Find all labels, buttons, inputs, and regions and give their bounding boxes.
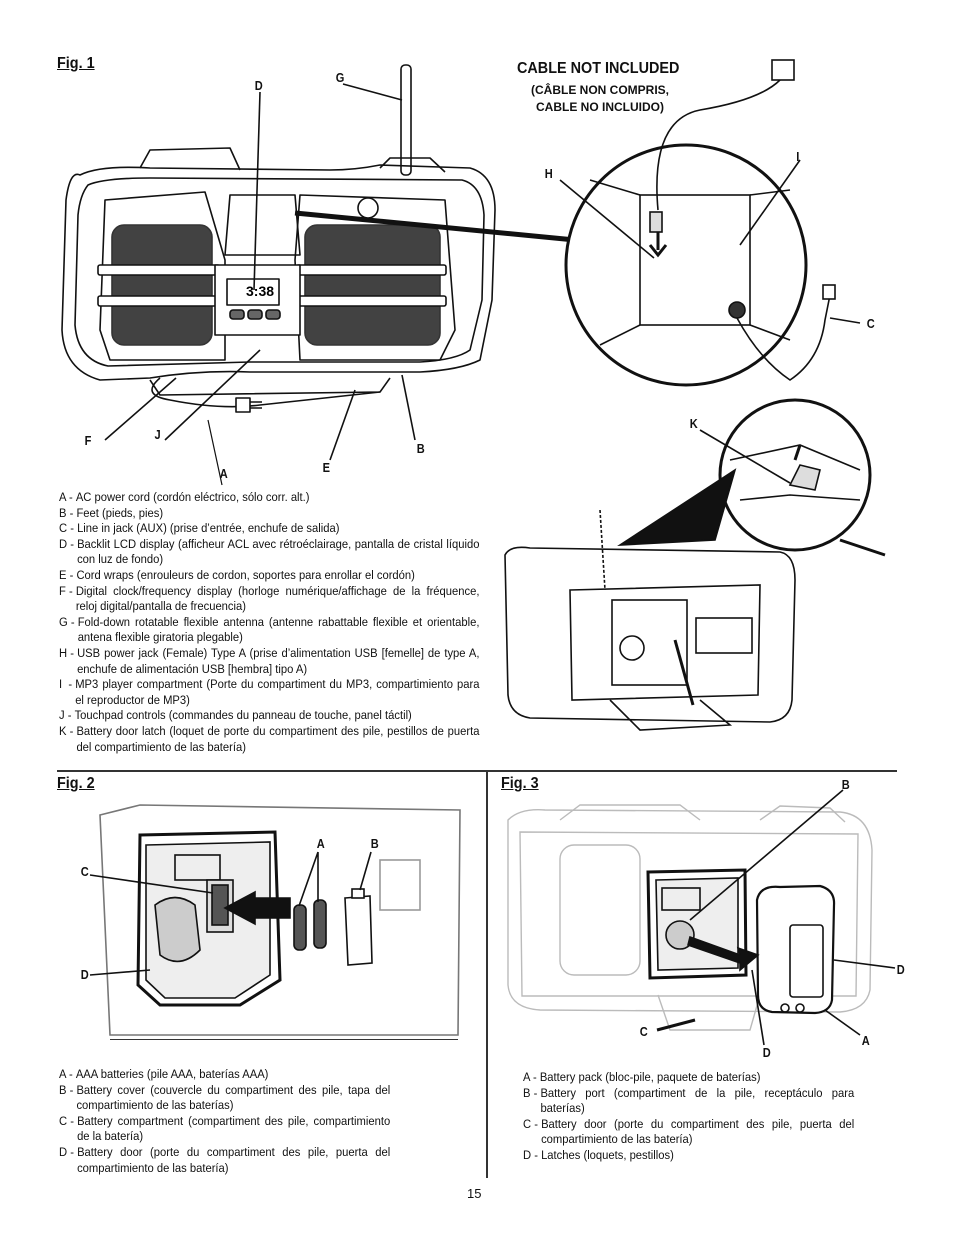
legend-item: G - Fold-down rotatable flexible antenna…: [59, 615, 479, 646]
legend-text: Line in jack (AUX) (prise d’entrée, ench…: [77, 521, 340, 536]
fig1-callout-e: E: [322, 460, 331, 475]
legend-item: K - Battery door latch (loquet de porte …: [59, 724, 479, 755]
legend-item: B - Feet (pieds, pies): [59, 506, 479, 522]
legend-text: Battery port (compartiment de la pile, r…: [540, 1085, 855, 1116]
legend-item: D - Latches (loquets, pestillos): [523, 1148, 854, 1164]
legend-key: D -: [523, 1147, 542, 1162]
fig3-legend: A - Battery pack (bloc-pile, paquete de …: [523, 1070, 854, 1164]
fig3-callout-a: A: [861, 1033, 870, 1048]
legend-item: C - Line in jack (AUX) (prise d’entrée, …: [59, 521, 479, 537]
legend-key: E -: [59, 567, 77, 582]
legend-item: H - USB power jack (Female) Type A (pris…: [59, 646, 479, 677]
horizontal-divider: [57, 770, 897, 772]
fig2-baseline: [110, 1039, 458, 1040]
fig1-title: Fig. 1: [57, 55, 95, 72]
fig1-radio-illustration: 3:38: [61, 59, 886, 731]
legend-text: Touchpad controls (commandes du panneau …: [74, 708, 412, 723]
legend-key: F -: [59, 583, 76, 598]
legend-text: Backlit LCD display (afficheur ACL avec …: [77, 536, 480, 567]
legend-item: C - Battery door (porte du compartiment …: [523, 1117, 854, 1148]
legend-key: C -: [523, 1116, 542, 1131]
legend-text: Battery door latch (loquet de porte du c…: [76, 723, 480, 754]
legend-item: A - AC power cord (cordón eléctrico, sól…: [59, 490, 479, 506]
legend-item: I - MP3 player compartment (Porte du com…: [59, 677, 479, 708]
fig1-callout-g: G: [335, 70, 345, 85]
legend-key: J -: [59, 708, 75, 723]
legend-item: J - Touchpad controls (commandes du pann…: [59, 708, 479, 724]
cable-sub-line-2: CABLE NO INCLUIDO): [536, 100, 664, 114]
legend-item: C - Battery compartment (compartiment de…: [59, 1114, 390, 1145]
legend-key: A -: [59, 490, 76, 504]
lcd-digits: 3:38: [246, 283, 274, 299]
legend-text: Battery cover (couvercle du compartiment…: [76, 1082, 391, 1113]
fig2-battery-compartment-illustration: [89, 804, 461, 1036]
page-number: 15: [467, 1186, 482, 1201]
cable-not-included-title: CABLE NOT INCLUDED: [517, 60, 680, 77]
legend-key: H -: [59, 645, 78, 660]
legend-text: Battery door (porte du compartiment des …: [541, 1116, 855, 1147]
fig1-legend: A - AC power cord (cordón eléctrico, sól…: [59, 490, 479, 755]
legend-text: AC power cord (cordón eléctrico, sólo co…: [75, 490, 310, 504]
legend-key: B -: [59, 505, 77, 520]
legend-item: D - Backlit LCD display (afficheur ACL a…: [59, 537, 479, 568]
fig3-battery-pack-illustration: [507, 789, 896, 1046]
legend-item: B - Battery cover (couvercle du comparti…: [59, 1083, 390, 1114]
fig3-callout-d-latch-right: D: [896, 962, 905, 977]
fig2-title: Fig. 2: [57, 775, 95, 792]
legend-text: MP3 player compartment (Porte du compart…: [75, 677, 480, 707]
fig1-callout-d: D: [254, 78, 263, 93]
fig1-callout-b: B: [416, 441, 425, 456]
legend-key: C -: [59, 1113, 78, 1128]
fig2-callout-d: D: [80, 967, 89, 982]
fig1-callout-i: I: [796, 149, 800, 164]
legend-item: A - Battery pack (bloc-pile, paquete de …: [523, 1070, 854, 1086]
legend-item: D - Battery door (porte du compartiment …: [59, 1145, 390, 1176]
legend-item: B - Battery port (compartiment de la pil…: [523, 1086, 854, 1117]
legend-key: I -: [59, 677, 76, 692]
fig1-callout-f: F: [84, 433, 92, 448]
legend-text: Cord wraps (enrouleurs de cordon, soport…: [76, 567, 415, 582]
fig1-callout-j: J: [154, 427, 161, 442]
fig1-callout-a: A: [219, 466, 228, 481]
fig3-callout-d-latch-left: D: [762, 1045, 771, 1060]
legend-text: Fold-down rotatable flexible antenna (an…: [77, 614, 480, 645]
fig2-legend: A - AAA batteries (pile AAA, baterías AA…: [59, 1067, 390, 1176]
legend-text: Latches (loquets, pestillos): [541, 1147, 674, 1162]
legend-text: AAA batteries (pile AAA, baterías AAA): [75, 1067, 269, 1081]
fig3-title: Fig. 3: [501, 775, 539, 792]
legend-item: F - Digital clock/frequency display (hor…: [59, 584, 479, 615]
legend-text: USB power jack (Female) Type A (prise d’…: [77, 645, 480, 676]
legend-key: D -: [59, 1144, 78, 1159]
fig3-callout-b: B: [841, 777, 850, 792]
legend-key: B -: [59, 1082, 77, 1097]
legend-text: Battery compartment (compartiment des pi…: [77, 1113, 391, 1144]
vertical-divider: [486, 772, 488, 1178]
fig1-callout-c: C: [866, 316, 875, 331]
fig2-callout-b: B: [370, 836, 379, 851]
fig2-callout-c: C: [80, 864, 89, 879]
fig2-callout-a: A: [316, 836, 325, 851]
legend-text: Battery door (porte du compartiment des …: [77, 1144, 391, 1175]
fig3-callout-c: C: [639, 1024, 648, 1039]
legend-text: Feet (pieds, pies): [76, 505, 164, 520]
legend-key: A -: [523, 1070, 540, 1084]
legend-key: D -: [59, 536, 78, 551]
legend-key: K -: [59, 723, 77, 738]
legend-key: C -: [59, 521, 78, 536]
legend-key: G -: [59, 614, 78, 629]
fig1-callout-h: H: [544, 166, 553, 181]
cable-not-included-subtitle: (CÂBLE NON COMPRIS, CABLE NO INCLUIDO): [510, 82, 690, 116]
fig1-callout-k: K: [689, 416, 698, 431]
legend-key: A -: [59, 1067, 76, 1081]
legend-text: Digital clock/frequency display (horloge…: [75, 583, 480, 614]
cable-sub-line-1: (CÂBLE NON COMPRIS,: [531, 83, 669, 97]
legend-item: E - Cord wraps (enrouleurs de cordon, so…: [59, 568, 479, 584]
legend-key: B -: [523, 1085, 541, 1100]
legend-item: A - AAA batteries (pile AAA, baterías AA…: [59, 1067, 390, 1083]
legend-text: Battery pack (bloc-pile, paquete de bate…: [539, 1070, 761, 1084]
